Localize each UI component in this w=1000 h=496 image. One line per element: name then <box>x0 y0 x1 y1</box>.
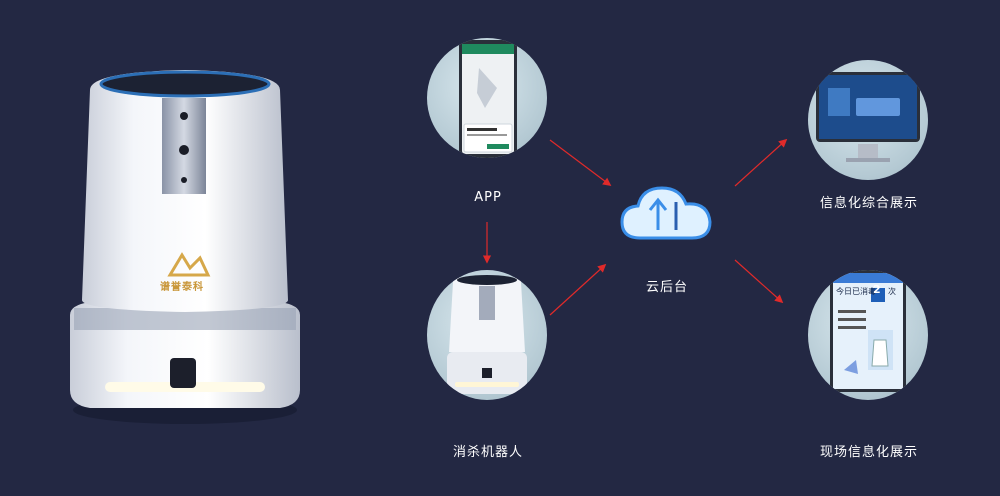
cloud-icon <box>620 186 712 240</box>
arrow-cloud-to-info-display <box>734 138 788 187</box>
robot-label: 消杀机器人 <box>452 445 524 460</box>
app-circle <box>427 38 547 158</box>
kiosk-unit: 次 <box>888 287 896 296</box>
robot-circle <box>427 270 547 400</box>
kiosk-headline: 今日已消毒 <box>836 287 876 296</box>
arrow-robot-to-cloud <box>549 263 607 316</box>
arrow-app-to-cloud <box>549 139 612 187</box>
cloud-label: 云后台 <box>645 280 689 295</box>
site-display-label: 现场信息化展示 <box>819 445 919 460</box>
kiosk-illustration <box>830 270 906 392</box>
arrow-cloud-to-site-display <box>734 259 784 304</box>
monitor-illustration <box>816 72 920 162</box>
app-label: APP <box>474 190 502 205</box>
small-robot-illustration <box>447 275 527 394</box>
info-display-circle <box>808 60 928 180</box>
site-display-circle <box>808 270 928 400</box>
info-display-label: 信息化综合展示 <box>819 196 919 211</box>
logo-text: 谱誉泰科 <box>160 282 204 293</box>
kiosk-count: 2 <box>873 283 881 296</box>
main-robot-illustration <box>70 70 300 424</box>
phone-illustration <box>459 40 517 158</box>
